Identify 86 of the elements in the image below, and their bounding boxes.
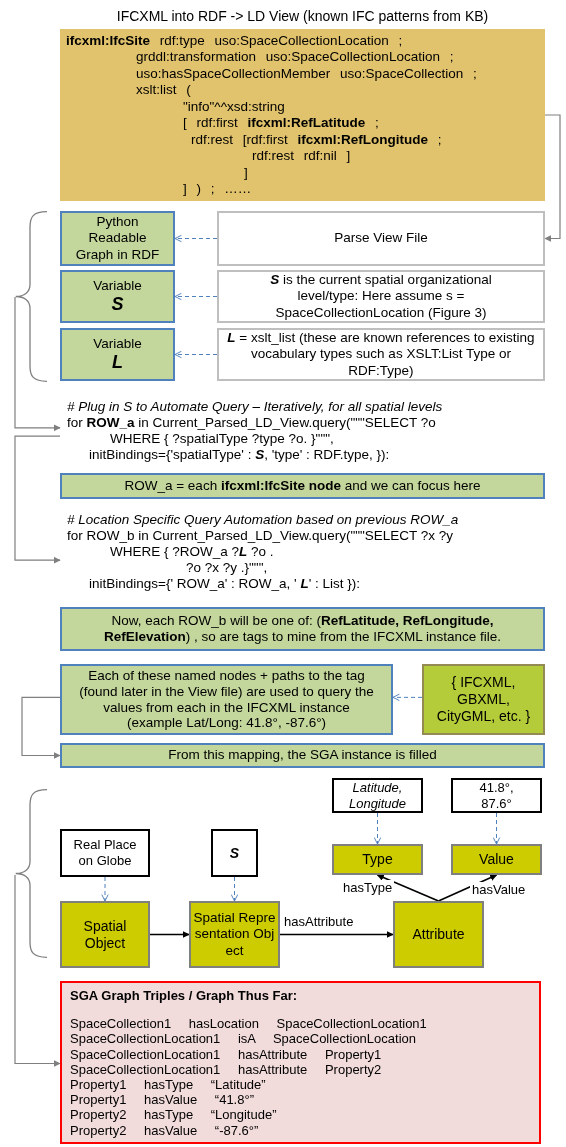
arrow — [14, 296, 61, 432]
arrow — [14, 435, 61, 564]
note-box — [217, 270, 545, 323]
process-box — [60, 607, 545, 651]
concept-box — [393, 901, 484, 968]
box-label: Value — [479, 851, 514, 868]
code-line: ] ) ; …… — [183, 181, 252, 198]
value-box — [451, 778, 542, 813]
code-line: ifcxml:IfcSite rdf:type uso:SpaceCollectionLocation ; — [66, 33, 403, 50]
triple-row: Property1 hasValue “41.8°” — [70, 1092, 254, 1108]
value-box — [211, 829, 258, 877]
code-line: for ROW_a in Current_Parsed_LD_View.query("""SELECT ?o — [67, 414, 436, 431]
process-box — [60, 211, 175, 266]
panel-heading: SGA Graph Triples / Graph Thus Far: — [70, 988, 298, 1004]
box-label: Variable — [93, 277, 142, 294]
process-box — [60, 270, 175, 323]
box-label: Now, each ROW_b will be one of: (RefLatitude, RefLongitude, RefElevation) , so are tags to mine from the IFCXML instance file. — [102, 612, 503, 646]
box-label: S is the current spatial organizational level/type: Here assume s = SpaceCollectionLocation (Figure 3) — [269, 272, 493, 321]
box-label: Variable — [93, 335, 142, 352]
box-label: Python Readable Graph in RDF — [74, 214, 161, 263]
triple-row: SpaceCollection1 hasLocation SpaceCollectionLocation1 — [70, 1016, 427, 1032]
code-line: ?o ?x ?y .}""", — [186, 560, 268, 577]
code-line: # Location Specific Query Automation based on previous ROW_a — [67, 511, 459, 528]
box-label: { IFCXML, GBXML, CityGML, etc. } — [436, 674, 531, 725]
box-label: L — [112, 351, 123, 374]
concept-box — [332, 844, 423, 875]
concept-box — [189, 901, 280, 968]
box-label: Spatial Representation Object — [193, 910, 276, 959]
code-line: initBindings={'spatialType' : S, 'type' : RDF.type, }): — [89, 447, 390, 464]
code-line: uso:hasSpaceCollectionMember uso:SpaceCollection ; — [136, 65, 477, 83]
arrow — [279, 931, 394, 938]
code-line: # Plug in S to Automate Query – Iteratively, for all spatial levels — [67, 398, 443, 415]
box-label: L = xslt_list (these are known references to existing vocabulary types such as XSLT:List Type or RDF:Type) — [226, 330, 536, 379]
value-box — [60, 829, 150, 877]
triples-panel — [60, 981, 541, 1144]
value-box — [332, 778, 423, 813]
triple-row: SpaceCollectionLocation1 isA SpaceCollectionLocation — [70, 1031, 416, 1047]
arrow — [437, 874, 498, 902]
code-line: initBindings={' ROW_a' : ROW_a, ' L' : List }): — [89, 576, 361, 593]
format-box — [422, 664, 545, 735]
box-label: S — [229, 844, 240, 862]
concept-box — [451, 844, 542, 875]
code-line: rdf:rest [rdf:first ifcxml:RefLongitude ; — [191, 131, 442, 149]
arrow — [544, 114, 561, 242]
box-label: Attribute — [412, 926, 465, 943]
box-label: From this mapping, the SGA instance is filled — [168, 747, 437, 764]
triple-row: SpaceCollectionLocation1 hasAttribute Property2 — [70, 1061, 382, 1077]
arrow — [149, 931, 190, 938]
code-line: [ rdf:first ifcxml:RefLatitude ; — [183, 115, 379, 132]
concept-box — [60, 901, 150, 968]
diagram-title: IFCXML into RDF -> LD View (known IFC patterns from KB) — [115, 8, 490, 24]
box-label: Each of these named nodes + paths to the tag (found later in the View file) are used to query the values from each in the IFCXML instance (example Lat/Long: 41.8°, -87.6°) — [78, 668, 375, 731]
arrow — [376, 874, 440, 902]
note-box — [217, 211, 545, 266]
code-line: rdf:rest rdf:nil ] — [252, 148, 351, 165]
box-label: Real Place on Globe — [72, 837, 138, 869]
triple-row: Property2 hasType “Longitude” — [70, 1107, 277, 1123]
triple-row: SpaceCollectionLocation1 hasAttribute Property1 — [70, 1046, 382, 1062]
code-line: grddl:transformation uso:SpaceCollectionLocation ; — [136, 49, 454, 66]
edge-label: hasAttribute — [282, 914, 356, 929]
process-box — [60, 328, 175, 381]
arrow — [21, 696, 61, 759]
box-label: Parse View File — [334, 230, 428, 247]
triple-row: Property2 hasValue “-87.6°” — [70, 1122, 259, 1138]
code-line: xslt:list ( — [136, 82, 191, 99]
box-label: ROW_a = each ifcxml:IfcSite node and we can focus here — [124, 477, 481, 495]
code-line: ] — [244, 164, 248, 182]
code-line: for ROW_b in Current_Parsed_LD_View.query("""SELECT ?x ?y — [67, 527, 454, 544]
edge-label: hasType — [341, 880, 395, 895]
code-line: WHERE { ?ROW_a ?L ?o . — [110, 543, 274, 561]
box-label: 41.8°, 87.6° — [478, 779, 515, 812]
box-label: S — [111, 293, 124, 316]
box-label: Spatial Object — [82, 917, 128, 952]
edge-label: hasValue — [470, 882, 528, 897]
brace-drawing — [15, 211, 47, 382]
process-box — [60, 743, 545, 768]
arrow — [14, 874, 61, 1067]
code-line: WHERE { ?spatialType ?type ?o. }""", — [110, 431, 334, 448]
triple-row: Property1 hasType “Latitude” — [70, 1077, 266, 1093]
code-panel — [60, 29, 545, 201]
process-box — [60, 473, 545, 499]
process-box — [60, 664, 393, 735]
box-label: Latitude, Longitude — [347, 779, 408, 812]
brace-drawing — [15, 789, 47, 958]
box-label: Type — [362, 851, 393, 868]
code-line: "info"^^xsd:string — [183, 98, 285, 116]
